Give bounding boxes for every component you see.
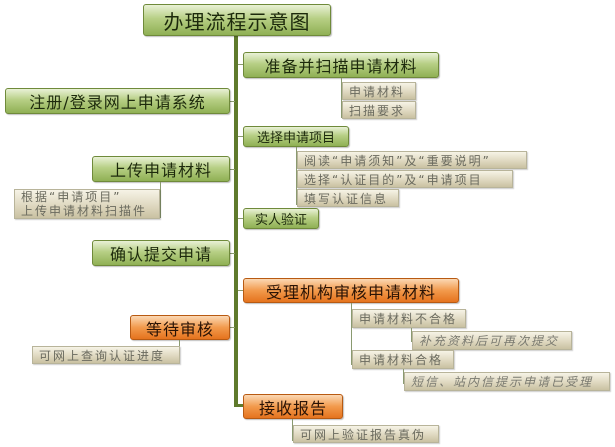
leaf-read-notice: 阅读“申请须知”及“重要说明”	[297, 151, 527, 169]
connector	[296, 147, 297, 205]
connector	[160, 182, 161, 218]
node-receive-report: 接收报告	[243, 394, 343, 419]
leaf-accepted-note: 短信、站内信提示申请已受理	[404, 372, 610, 391]
leaf-qualified: 申请材料合格	[352, 350, 454, 369]
connector	[229, 169, 235, 170]
diagram-title: 办理流程示意图	[143, 4, 331, 36]
connector	[292, 419, 293, 441]
connector	[411, 328, 412, 342]
connector	[229, 101, 235, 102]
connector	[238, 218, 244, 219]
spine-bottom-hook	[234, 404, 244, 407]
connector	[403, 369, 404, 384]
main-spine	[234, 34, 238, 406]
node-select-item: 选择申请项目	[243, 126, 349, 147]
node-agency-review: 受理机构审核申请材料	[243, 278, 459, 303]
connector	[229, 253, 235, 254]
node-prepare-scan: 准备并扫描申请材料	[243, 52, 439, 78]
leaf-materials: 申请材料	[342, 82, 416, 100]
leaf-verify-report: 可网上验证报告真伪	[293, 425, 439, 443]
node-await-review: 等待审核	[130, 315, 230, 340]
connector	[238, 136, 244, 137]
node-register-login: 注册/登录网上申请系统	[5, 88, 230, 114]
leaf-query-progress: 可网上查询认证进度	[32, 346, 180, 364]
connector	[238, 64, 244, 65]
leaf-upload-note: 根据“申请项目” 上传申请材料扫描件	[14, 189, 160, 219]
leaf-resubmit-note: 补充资料后可再次提交	[412, 331, 572, 350]
leaf-scan-req: 扫描要求	[342, 101, 416, 119]
leaf-upload-line1: 根据“申请项目”	[21, 190, 122, 204]
node-upload-materials: 上传申请材料	[92, 156, 230, 182]
connector	[238, 290, 244, 291]
leaf-select-purpose: 选择“认证目的”及“申请项目	[297, 170, 513, 188]
node-identity-verify: 实人验证	[243, 208, 319, 229]
leaf-fill-info: 填写认证信息	[297, 189, 399, 207]
node-confirm-submit: 确认提交申请	[92, 240, 230, 266]
connector	[229, 327, 235, 328]
leaf-upload-line2: 上传申请材料扫描件	[21, 204, 148, 218]
leaf-not-qualified: 申请材料不合格	[352, 309, 466, 328]
connector	[341, 78, 342, 118]
connector	[351, 303, 352, 365]
